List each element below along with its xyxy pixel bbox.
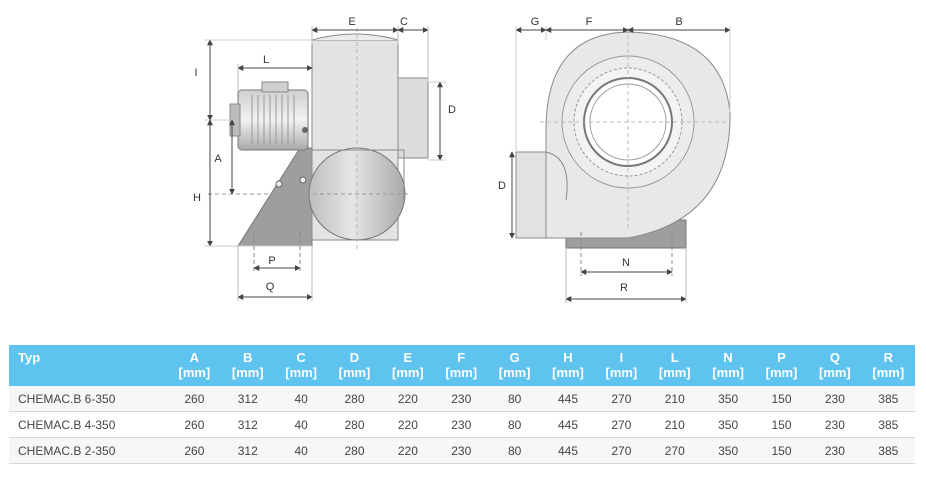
- cell-G: 80: [487, 386, 542, 412]
- label-E: E: [348, 16, 355, 28]
- cell-N: 350: [701, 411, 755, 438]
- label-R: R: [620, 282, 628, 294]
- header-P: P[mm]: [754, 345, 809, 386]
- header-I: I[mm]: [594, 345, 649, 386]
- label-N: N: [622, 257, 630, 269]
- cell-E: 220: [381, 437, 435, 464]
- cell-N: 350: [701, 386, 755, 412]
- cell-B: 312: [221, 411, 275, 438]
- cell-E: 220: [381, 386, 435, 412]
- cell-H: 445: [541, 411, 595, 438]
- cell-D: 280: [327, 437, 382, 464]
- cell-P: 150: [754, 411, 809, 438]
- table-header-row: Typ A[mm] B[mm] C[mm] D[mm] E[mm] F[mm] …: [9, 345, 915, 386]
- cell-F: 230: [434, 437, 488, 464]
- cell-B: 312: [221, 386, 275, 412]
- cell-B: 312: [221, 437, 275, 464]
- label-L: L: [263, 54, 269, 66]
- header-C: C[mm]: [274, 345, 328, 386]
- label-D: D: [448, 104, 456, 116]
- side-view: E C L I D A H P Q: [193, 16, 456, 301]
- cell-D: 280: [327, 411, 382, 438]
- cell-type: CHEMAC.B 2-350: [9, 437, 168, 464]
- label-A: A: [214, 153, 222, 165]
- front-view: G F B D N R: [498, 16, 731, 303]
- cell-I: 270: [594, 386, 649, 412]
- cell-Q: 230: [808, 386, 862, 412]
- technical-drawing: E C L I D A H P Q: [193, 16, 731, 303]
- header-E: E[mm]: [381, 345, 435, 386]
- header-B: B[mm]: [221, 345, 275, 386]
- header-L: L[mm]: [648, 345, 702, 386]
- cell-D: 280: [327, 386, 382, 412]
- header-D: D[mm]: [327, 345, 382, 386]
- label-F: F: [586, 16, 593, 28]
- cell-P: 150: [754, 437, 809, 464]
- cell-Q: 230: [808, 437, 862, 464]
- cell-type: CHEMAC.B 6-350: [9, 386, 168, 412]
- label-B: B: [675, 16, 682, 28]
- header-Q: Q[mm]: [808, 345, 862, 386]
- table-row: CHEMAC.B 6-350 260 312 40 280 220 230 80…: [9, 386, 915, 412]
- cell-G: 80: [487, 411, 542, 438]
- table-row: CHEMAC.B 2-350 260 312 40 280 220 230 80…: [9, 437, 915, 464]
- header-F: F[mm]: [434, 345, 488, 386]
- cell-I: 270: [594, 411, 649, 438]
- cell-H: 445: [541, 386, 595, 412]
- cell-type: CHEMAC.B 4-350: [9, 411, 168, 438]
- label-G: G: [531, 16, 540, 28]
- cell-Q: 230: [808, 411, 862, 438]
- cell-N: 350: [701, 437, 755, 464]
- label-H: H: [193, 192, 201, 204]
- cell-A: 260: [167, 437, 222, 464]
- cell-H: 445: [541, 437, 595, 464]
- label-Q: Q: [266, 281, 275, 293]
- header-A: A[mm]: [167, 345, 222, 386]
- table-row: CHEMAC.B 4-350 260 312 40 280 220 230 80…: [9, 411, 915, 438]
- cell-L: 270: [648, 437, 702, 464]
- cell-A: 260: [167, 386, 222, 412]
- cell-F: 230: [434, 411, 488, 438]
- cell-L: 210: [648, 411, 702, 438]
- header-N: N[mm]: [701, 345, 755, 386]
- cell-G: 80: [487, 437, 542, 464]
- cell-E: 220: [381, 411, 435, 438]
- header-typ: Typ: [9, 345, 168, 386]
- cell-C: 40: [274, 411, 328, 438]
- cell-R: 385: [861, 411, 915, 438]
- label-C: C: [400, 16, 408, 28]
- cell-L: 210: [648, 386, 702, 412]
- label-D-front: D: [498, 180, 506, 192]
- cell-A: 260: [167, 411, 222, 438]
- header-G: G[mm]: [487, 345, 542, 386]
- cell-R: 385: [861, 386, 915, 412]
- cell-I: 270: [594, 437, 649, 464]
- header-H: H[mm]: [541, 345, 595, 386]
- cell-R: 385: [861, 437, 915, 464]
- header-R: R[mm]: [861, 345, 915, 386]
- cell-P: 150: [754, 386, 809, 412]
- cell-F: 230: [434, 386, 488, 412]
- cell-C: 40: [274, 386, 328, 412]
- dimensions-table: Typ A[mm] B[mm] C[mm] D[mm] E[mm] F[mm] …: [9, 345, 915, 464]
- cell-C: 40: [274, 437, 328, 464]
- label-P: P: [268, 255, 275, 267]
- label-I: I: [194, 67, 197, 79]
